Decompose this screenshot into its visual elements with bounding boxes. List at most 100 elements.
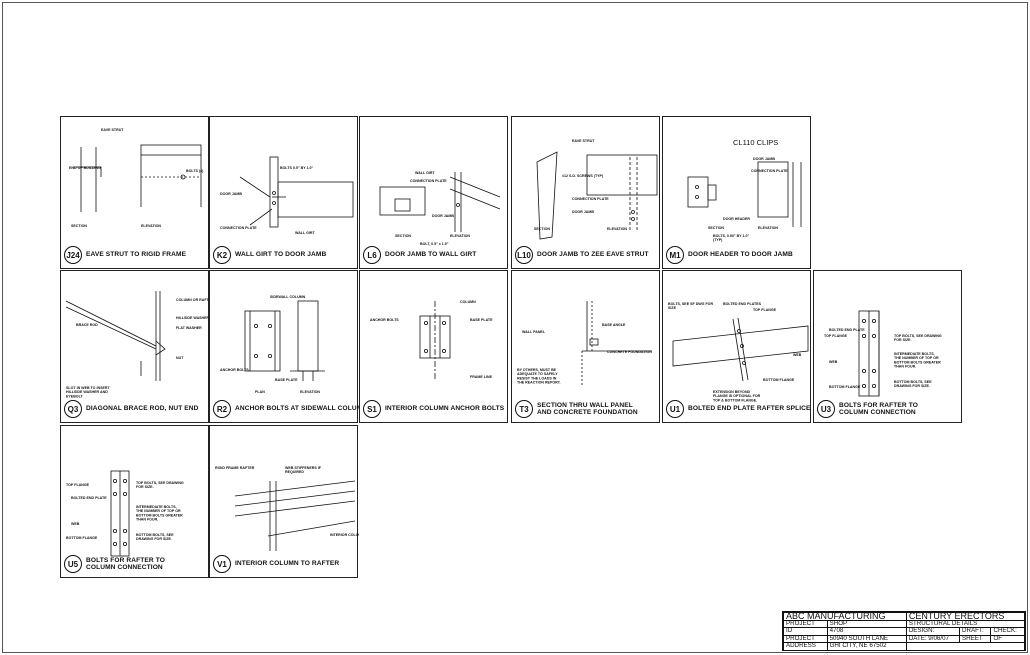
callout-label: ELEVATION (141, 224, 161, 228)
tb-value: SHEET (959, 634, 992, 643)
callout-label: BOLT, 0.5" x 1.5" (420, 242, 449, 246)
callout-label: FRAME LINE (470, 375, 493, 379)
detail-id-badge: U1 (666, 400, 684, 418)
callout-label: DOOR JAMB (220, 192, 242, 196)
callout-label: SECTION (71, 224, 87, 228)
callout-label: CONNECTION PLATE (410, 179, 447, 183)
detail-cell-l6: WALL GIRT CONNECTION PLATE DOOR JAMB SECTIO… (359, 116, 508, 269)
callout-label: WEB (793, 353, 802, 357)
callout-label: ANCHOR BOLTS (220, 368, 249, 372)
detail-drawing: COLUMN OR RAFTER WEBHILLSIDE WASHERFLAT … (65, 291, 210, 398)
callout-label: BOLTS, 0.50" BY 1.0"(TYP) (713, 234, 750, 242)
detail-title: INTERIOR COLUMN ANCHOR BOLTS (385, 405, 505, 413)
detail-id-badge: J24 (64, 246, 82, 264)
callout-label: #12 S.D. SCREWS (TYP) (562, 174, 604, 178)
callout-label: TOP FLANGE (66, 483, 90, 487)
detail-title: EAVE STRUT TO RIGID FRAME (86, 251, 187, 259)
detail-caption: Q3 DIAGONAL BRACE ROD, NUT END (64, 400, 198, 418)
callout-label: ELEVATION (758, 226, 778, 230)
detail-id-badge: Q3 (64, 400, 82, 418)
detail-title: WALL GIRT TO DOOR JAMB (235, 251, 327, 259)
callout-label: BOLTED END PLATES (723, 302, 762, 306)
callout-label: DOOR JAMB (572, 210, 594, 214)
detail-id-badge: V1 (213, 555, 231, 573)
detail-cell-q3: COLUMN OR RAFTER WEBHILLSIDE WASHERFLAT … (60, 270, 210, 423)
detail-id-badge: M1 (666, 246, 684, 264)
detail-caption: M1 DOOR HEADER TO DOOR JAMB (666, 246, 793, 264)
detail-heading: CL110 CLIPS (733, 138, 778, 147)
callout-label: DOOR JAMB (753, 157, 775, 161)
callout-label: CONCRETE FOUNDATION (607, 350, 652, 354)
callout-label: END OF BUILDING (69, 166, 101, 170)
detail-caption: V1 INTERIOR COLUMN TO RAFTER (213, 555, 339, 573)
callout-label: WALL GIRT (415, 171, 436, 175)
callout-label: BOTTOM FLANGE (829, 385, 861, 389)
tb-value: GHI CITY, NE 67502 (826, 642, 907, 651)
callout-label: WEB (71, 522, 80, 526)
callout-label: TOP FLANGE (824, 334, 848, 338)
tb-value: CHECK: (990, 627, 1025, 636)
callout-label: TOP FLANGE (753, 308, 777, 312)
callout-label: ELEVATION (450, 234, 470, 238)
detail-title: DIAGONAL BRACE ROD, NUT END (86, 405, 199, 413)
callout-label: WALL GIRT (295, 231, 316, 235)
callout-label: DOOR JAMB (432, 214, 454, 218)
callout-label: WEB (829, 360, 838, 364)
callout-label: SECTION (708, 226, 724, 230)
detail-title: ANCHOR BOLTS AT SIDEWALL COLUMN (235, 405, 368, 413)
tb-value: OF (990, 634, 1025, 643)
callout-label: RIGID FRAME RAFTER (215, 466, 255, 470)
callout-label: ANCHOR BOLTS (370, 318, 399, 322)
callout-label: SECTION (395, 234, 411, 238)
callout-label: BOTTOM FLANGE (763, 378, 795, 382)
callout-label: ELEVATION (300, 390, 320, 394)
callout-label: BOLTED END PLATE (71, 496, 107, 500)
callout-label: ELEVATION (607, 227, 627, 231)
detail-id-badge: L6 (363, 246, 381, 264)
detail-title: DOOR HEADER TO DOOR JAMB (688, 251, 793, 259)
detail-title: DOOR JAMB TO WALL GIRT (385, 251, 477, 259)
callout-label: INTERIOR COLUMN (330, 533, 359, 537)
detail-id-badge: L10 (515, 246, 533, 264)
callout-label: EAVE STRUT (572, 139, 595, 143)
detail-id-badge: T3 (515, 400, 533, 418)
tb-value: DRAFT: (959, 627, 992, 636)
callout-label: EAVE STRUT (101, 128, 124, 132)
callout-label: CONNECTION PLATE (751, 169, 788, 173)
callout-label: CONNECTION PLATE (572, 197, 609, 201)
detail-cell-l10: EAVE STRUT #12 S.D. SCREWS (TYP) CONNECTIO… (511, 116, 660, 269)
title-block: ABC MANUFACTURING CENTURY ERECTORS PROJE… (782, 611, 1026, 651)
tb-value: DESIGN: (905, 627, 961, 636)
detail-id-badge: K2 (213, 246, 231, 264)
detail-title: INTERIOR COLUMN TO RAFTER (235, 560, 340, 568)
callout-label: PLAN (255, 390, 265, 394)
tb-blank (905, 642, 1026, 651)
detail-id-badge: U3 (817, 400, 835, 418)
detail-title: BOLTS FOR RAFTER TO COLUMN CONNECTION (86, 556, 165, 572)
tb-label: ID (783, 627, 828, 636)
